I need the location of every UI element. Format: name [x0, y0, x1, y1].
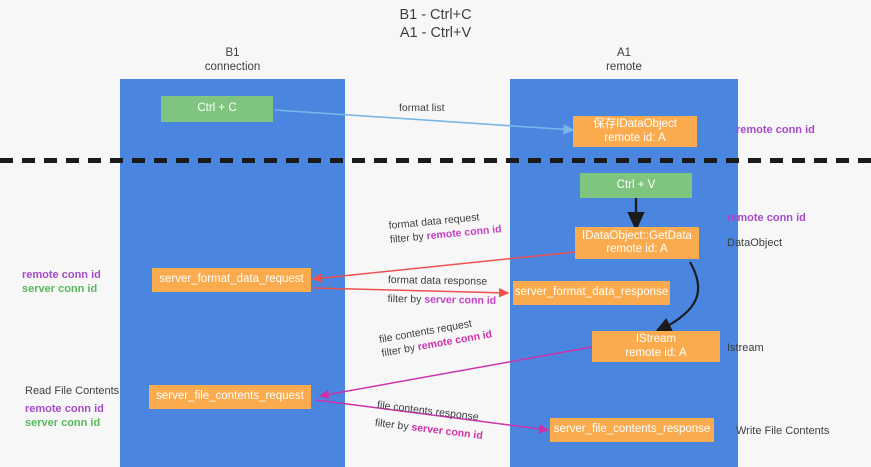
column-header-a1-name: A1	[616, 47, 632, 59]
box-server-file-contents-response-label: server_file_contents_response	[553, 423, 711, 436]
box-server-format-data-response-label: server_format_data_response	[514, 286, 669, 299]
edge-label-format-data-response: format data response filter by server co…	[387, 273, 496, 308]
box-idataobject-getdata[interactable]: IDataObject::GetData remote id: A	[575, 227, 699, 259]
note-right-top-remote-conn-id: remote conn id	[736, 124, 815, 136]
box-ctrl-v[interactable]: Ctrl + V	[580, 173, 692, 198]
box-idataobject-line1: 保存IDataObject	[593, 118, 677, 130]
note-left-mid-server-conn-id: server conn id	[22, 283, 98, 295]
note-right-dataobject: DataObject	[727, 237, 783, 249]
column-header-b1-role: connection	[204, 60, 261, 73]
box-server-file-contents-request-label: server_file_contents_request	[156, 390, 304, 403]
column-header-b1-name: B1	[225, 47, 240, 59]
note-right-istream: Istream	[727, 342, 764, 354]
box-ctrl-c[interactable]: Ctrl + C	[161, 96, 273, 122]
box-server-format-data-request-label: server_format_data_request	[159, 273, 304, 286]
column-header-a1: A1 remote	[510, 47, 738, 74]
note-right-mid-remote-conn-id: remote conn id	[727, 212, 806, 224]
diagram-title: B1 - Ctrl+C A1 - Ctrl+V	[0, 6, 871, 42]
phase-separator	[0, 158, 871, 163]
box-ctrl-v-label: Ctrl + V	[616, 178, 656, 191]
edge-label-format-data-response-line1: format data response	[387, 273, 488, 288]
box-ctrl-c-label: Ctrl + C	[197, 102, 237, 115]
box-server-file-contents-response[interactable]: server_file_contents_response	[550, 418, 714, 442]
note-left-bot-server-conn-id: server conn id	[25, 417, 101, 429]
title-line-2: A1 - Ctrl+V	[399, 25, 472, 41]
box-istream[interactable]: IStream remote id: A	[592, 331, 720, 362]
box-getdata-line1: IDataObject::GetData	[582, 229, 692, 242]
arrow-format-data-request	[311, 251, 576, 283]
box-istream-line1: IStream	[635, 333, 677, 345]
title-line-1: B1 - Ctrl+C	[399, 7, 472, 23]
arrow-format-data-response	[312, 287, 510, 298]
box-server-format-data-request[interactable]: server_format_data_request	[152, 268, 311, 292]
box-getdata-line2: remote id: A	[606, 243, 668, 255]
box-idataobject[interactable]: 保存IDataObject remote id: A	[573, 116, 697, 147]
column-header-a1-role: remote	[606, 60, 642, 73]
note-left-bot-remote-conn-id: remote conn id	[25, 403, 104, 415]
box-idataobject-line2: remote id: A	[604, 131, 666, 144]
box-server-format-data-response[interactable]: server_format_data_response	[513, 281, 670, 305]
arrow-getdata-to-istream	[654, 261, 700, 333]
note-left-mid-remote-conn-id: remote conn id	[22, 269, 101, 281]
note-left-read-file-contents: Read File Contents	[25, 385, 120, 397]
edge-label-format-data-response-filter-key: server conn id	[424, 293, 497, 307]
box-istream-line2: remote id: A	[625, 346, 687, 359]
edge-label-format-data-request-filter-prefix: filter by	[389, 230, 428, 246]
edge-label-format-list-text: format list	[399, 102, 445, 114]
note-right-write-file-contents: Write File Contents	[736, 425, 830, 437]
column-header-b1: B1 connection	[120, 47, 345, 74]
edge-label-format-data-response-filter-prefix: filter by	[387, 292, 425, 306]
arrow-file-contents-response	[315, 399, 550, 434]
box-server-file-contents-request[interactable]: server_file_contents_request	[149, 385, 311, 409]
arrow-format-list	[274, 109, 575, 135]
edge-label-format-list: format list	[399, 101, 445, 115]
arrow-file-contents-request	[318, 346, 593, 400]
edge-label-format-data-response-line2: filter by server conn id	[387, 292, 496, 308]
